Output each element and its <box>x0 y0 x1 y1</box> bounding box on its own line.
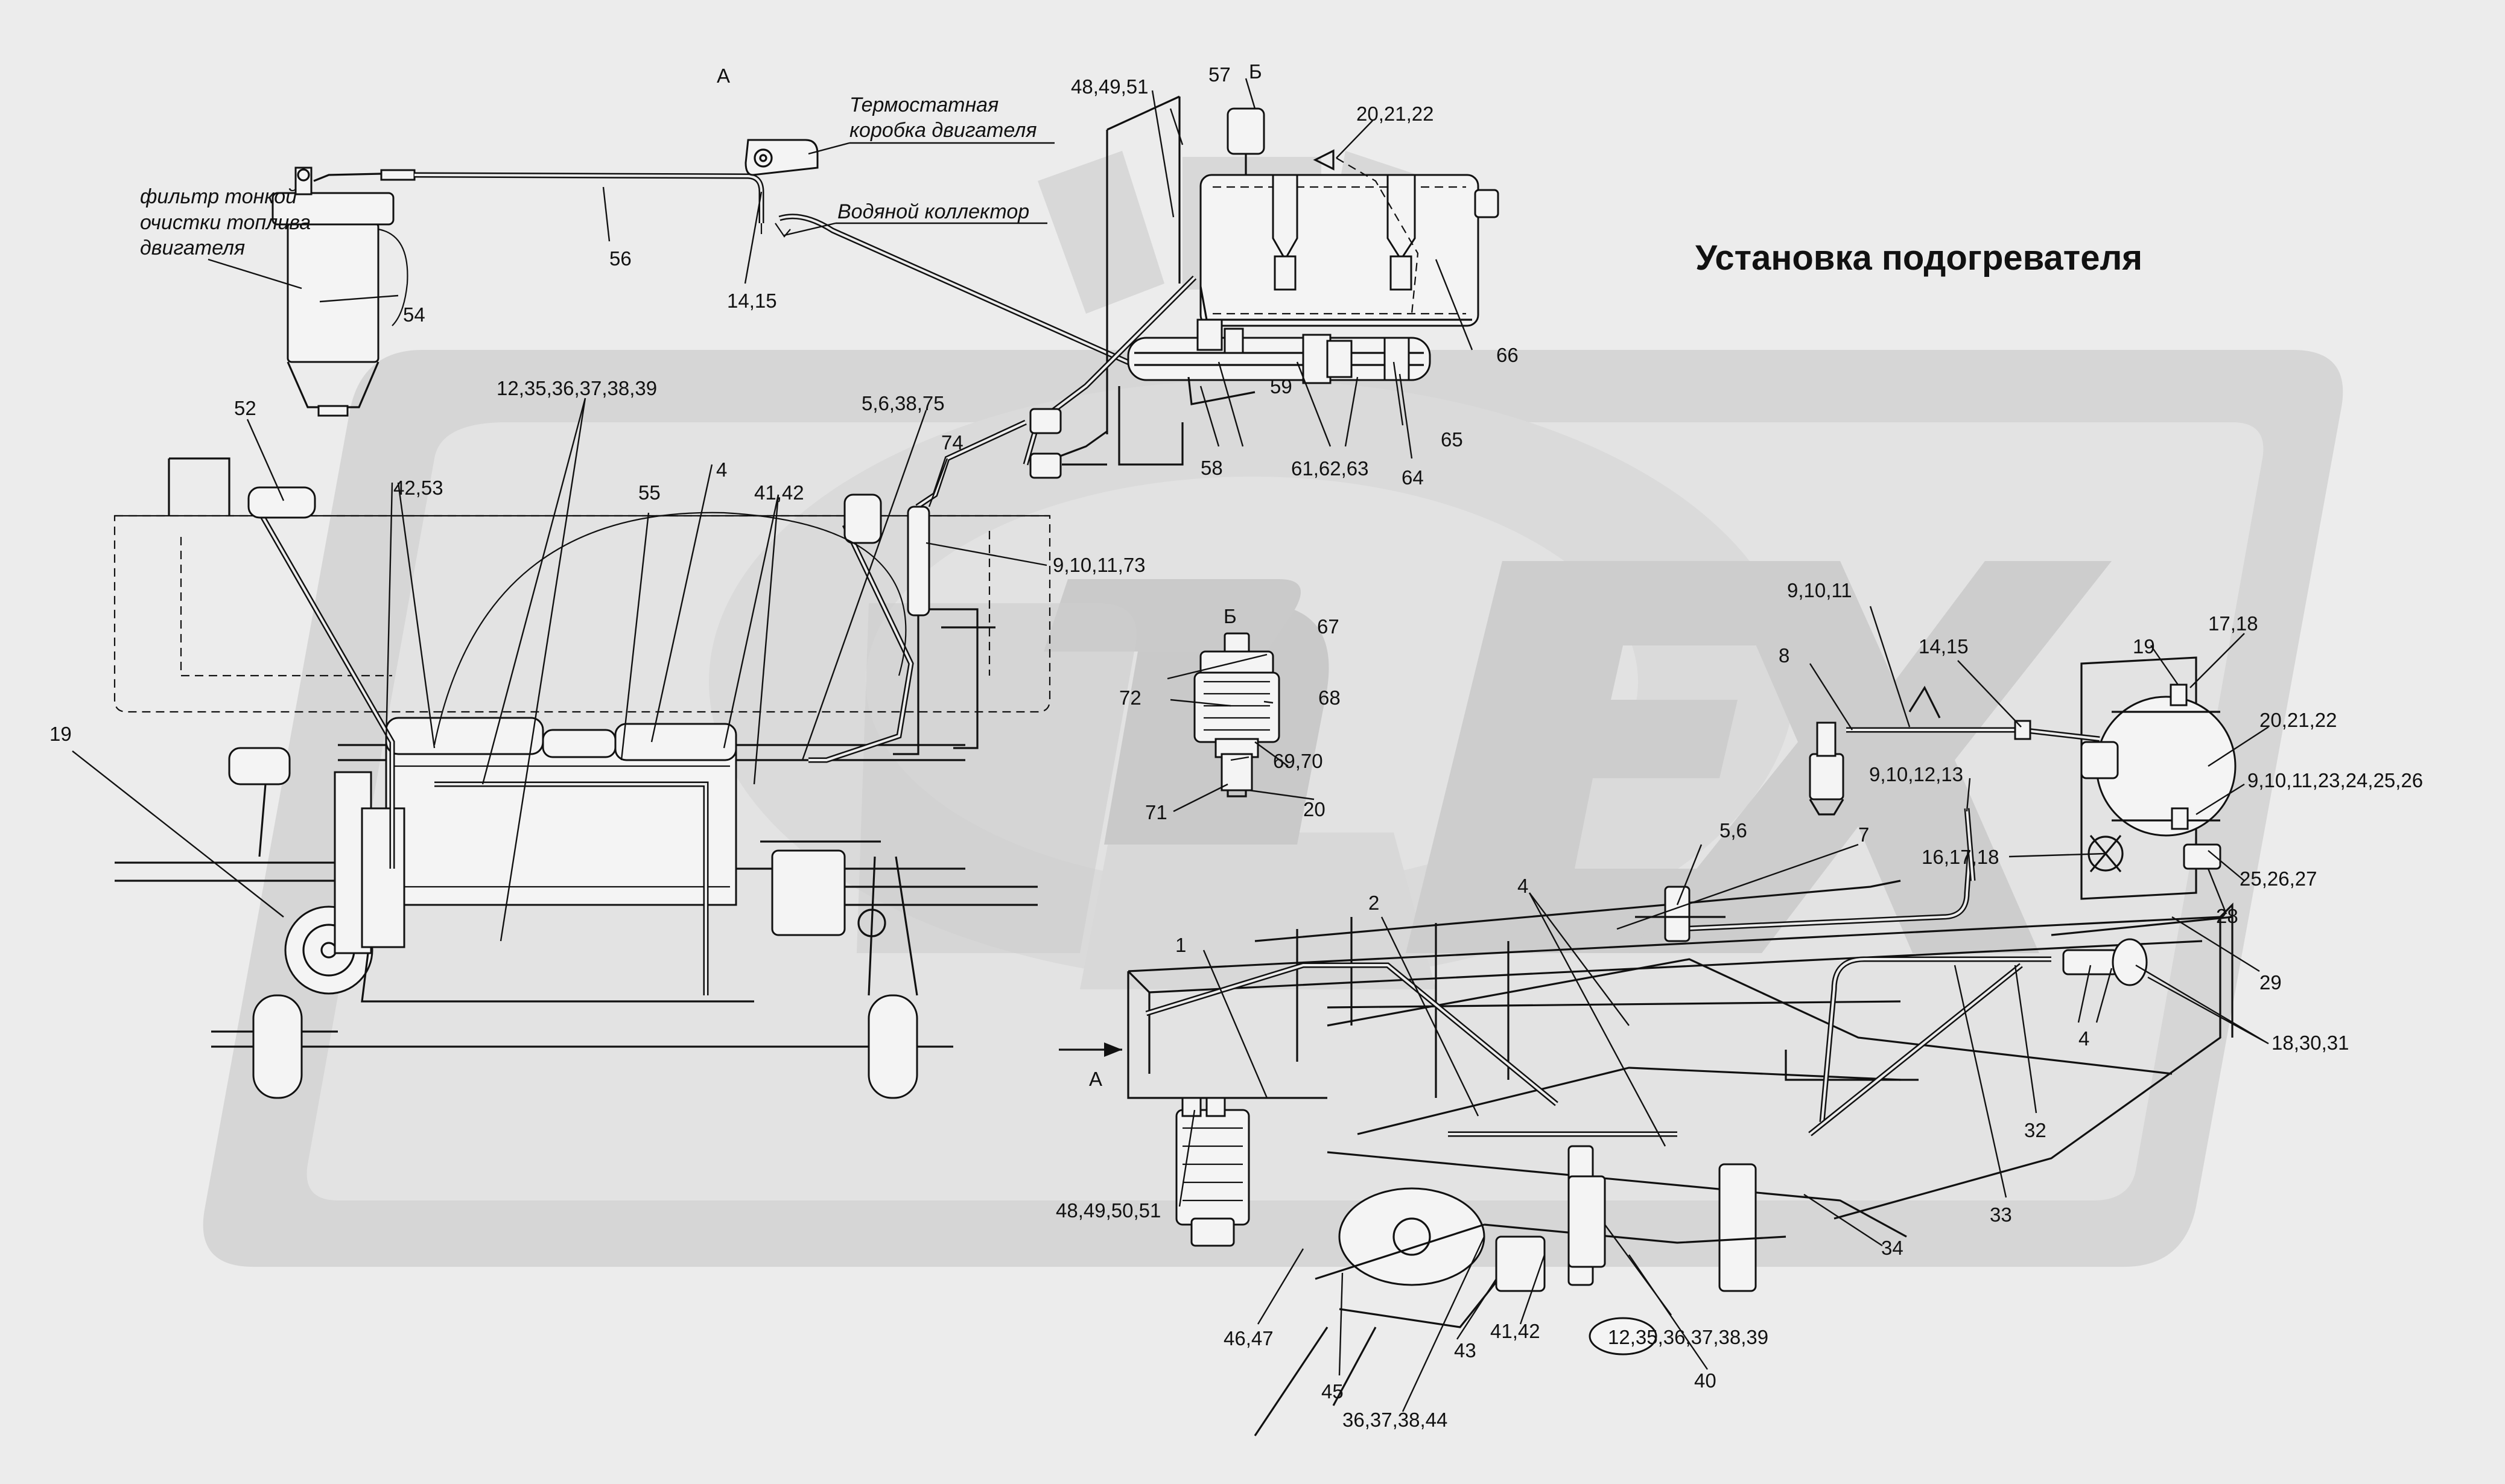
right-frame-view <box>1127 656 2237 1436</box>
callout-9-10-12-13: 9,10,12,13 <box>1869 763 1963 785</box>
callout-45: 45 <box>1321 1380 1344 1403</box>
callout-17-18: 17,18 <box>2208 612 2258 635</box>
callout-54: 54 <box>403 303 425 326</box>
callout-20-21-22-a: 20,21,22 <box>1356 103 1433 125</box>
water-collector-note: Водяной коллектор <box>784 200 1047 236</box>
callout-74: 74 <box>941 431 964 454</box>
note-line-1: Термостатная <box>849 94 999 116</box>
callout-65: 65 <box>1441 428 1463 451</box>
callout-72: 72 <box>1119 687 1141 709</box>
callout-7: 7 <box>1858 823 1869 846</box>
view-b-label-top: Б <box>1249 60 1262 83</box>
callout-55: 55 <box>638 481 661 504</box>
callout-28: 28 <box>2216 905 2238 927</box>
heater-unit <box>1023 95 1499 479</box>
callout-71: 71 <box>1145 801 1167 823</box>
callout-68: 68 <box>1318 687 1341 709</box>
callout-56: 56 <box>609 247 632 270</box>
vehicle-side-view <box>113 419 1051 1099</box>
callout-64: 64 <box>1402 466 1424 489</box>
callout-16-17-18: 16,17,18 <box>1922 846 1999 868</box>
note-line-1: фильтр тонкой <box>140 185 297 208</box>
callout-labels: 54 56 14,15 48,49,51 57 20,21,22 66 59 6… <box>49 63 2423 1431</box>
callout-43: 43 <box>1454 1339 1476 1362</box>
callout-19-b: 19 <box>2133 635 2155 658</box>
callout-8: 8 <box>1779 644 1789 667</box>
callout-4-a: 4 <box>716 458 727 481</box>
view-b-label-detail: Б <box>1224 605 1237 627</box>
callout-12-35-bottom: 12,35,36,37,38,39 <box>1608 1326 1768 1348</box>
callout-57: 57 <box>1208 63 1231 86</box>
callout-1: 1 <box>1175 934 1186 956</box>
view-a-arrow: А <box>1059 1042 1122 1090</box>
callout-2: 2 <box>1368 892 1379 914</box>
callout-9-10-11-73: 9,10,11,73 <box>1053 554 1146 576</box>
callout-29: 29 <box>2259 971 2282 994</box>
note-line-3: двигателя <box>140 236 245 259</box>
callout-52: 52 <box>234 397 256 419</box>
callout-20: 20 <box>1303 798 1326 820</box>
callout-66: 66 <box>1496 344 1519 366</box>
callout-19-a: 19 <box>49 723 72 745</box>
note-line-2: коробка двигателя <box>849 119 1037 142</box>
drawing-title: Установка подогревателя <box>1695 238 2142 277</box>
callout-5-6-38-75: 5,6,38,75 <box>862 392 945 414</box>
callout-41-42-b: 41,42 <box>1490 1320 1540 1342</box>
callout-61-62-63: 61,62,63 <box>1291 457 1368 480</box>
callout-14-15-a: 14,15 <box>727 290 777 312</box>
note-text: Водяной коллектор <box>837 200 1029 223</box>
callout-67: 67 <box>1317 615 1339 638</box>
callout-4-c: 4 <box>2078 1027 2089 1050</box>
fuel-filter-view <box>271 139 1199 417</box>
callout-20-21-22-b: 20,21,22 <box>2259 709 2337 731</box>
note-line-2: очистки топлива <box>140 211 311 234</box>
callout-48-49-50-51: 48,49,50,51 <box>1056 1199 1161 1222</box>
callout-46-47: 46,47 <box>1224 1327 1274 1349</box>
callout-58: 58 <box>1201 457 1223 479</box>
leader-lines <box>72 78 2269 1412</box>
callout-48-49-51: 48,49,51 <box>1071 75 1148 98</box>
callout-32: 32 <box>2024 1119 2046 1141</box>
view-a-label-arrow: А <box>1089 1068 1102 1090</box>
callout-5-6: 5,6 <box>1719 819 1747 842</box>
callout-42-53: 42,53 <box>393 477 443 499</box>
callout-12-35-top: 12,35,36,37,38,39 <box>497 377 657 399</box>
thermostat-box-note: Термостатная коробка двигателя <box>808 94 1055 155</box>
callout-14-15-b: 14,15 <box>1919 635 1969 658</box>
callout-69-70: 69,70 <box>1273 750 1323 772</box>
callout-25-26-27: 25,26,27 <box>2240 867 2317 890</box>
callout-41-42-a: 41,42 <box>754 481 804 504</box>
fuel-filter-note: фильтр тонкой очистки топлива двигателя <box>140 185 311 290</box>
callout-34: 34 <box>1881 1237 1903 1259</box>
callout-59: 59 <box>1270 375 1292 398</box>
callout-18-30-31: 18,30,31 <box>2272 1032 2349 1054</box>
callout-33: 33 <box>1990 1203 2012 1226</box>
callout-4-b: 4 <box>1517 875 1528 897</box>
callout-36-37-38-44: 36,37,38,44 <box>1342 1409 1447 1431</box>
callout-9-10-11: 9,10,11 <box>1787 579 1852 601</box>
callout-9-10-11-23-24-25-26: 9,10,11,23,24,25,26 <box>2247 769 2423 791</box>
callout-40: 40 <box>1694 1369 1716 1392</box>
view-a-label-top: А <box>717 65 730 87</box>
